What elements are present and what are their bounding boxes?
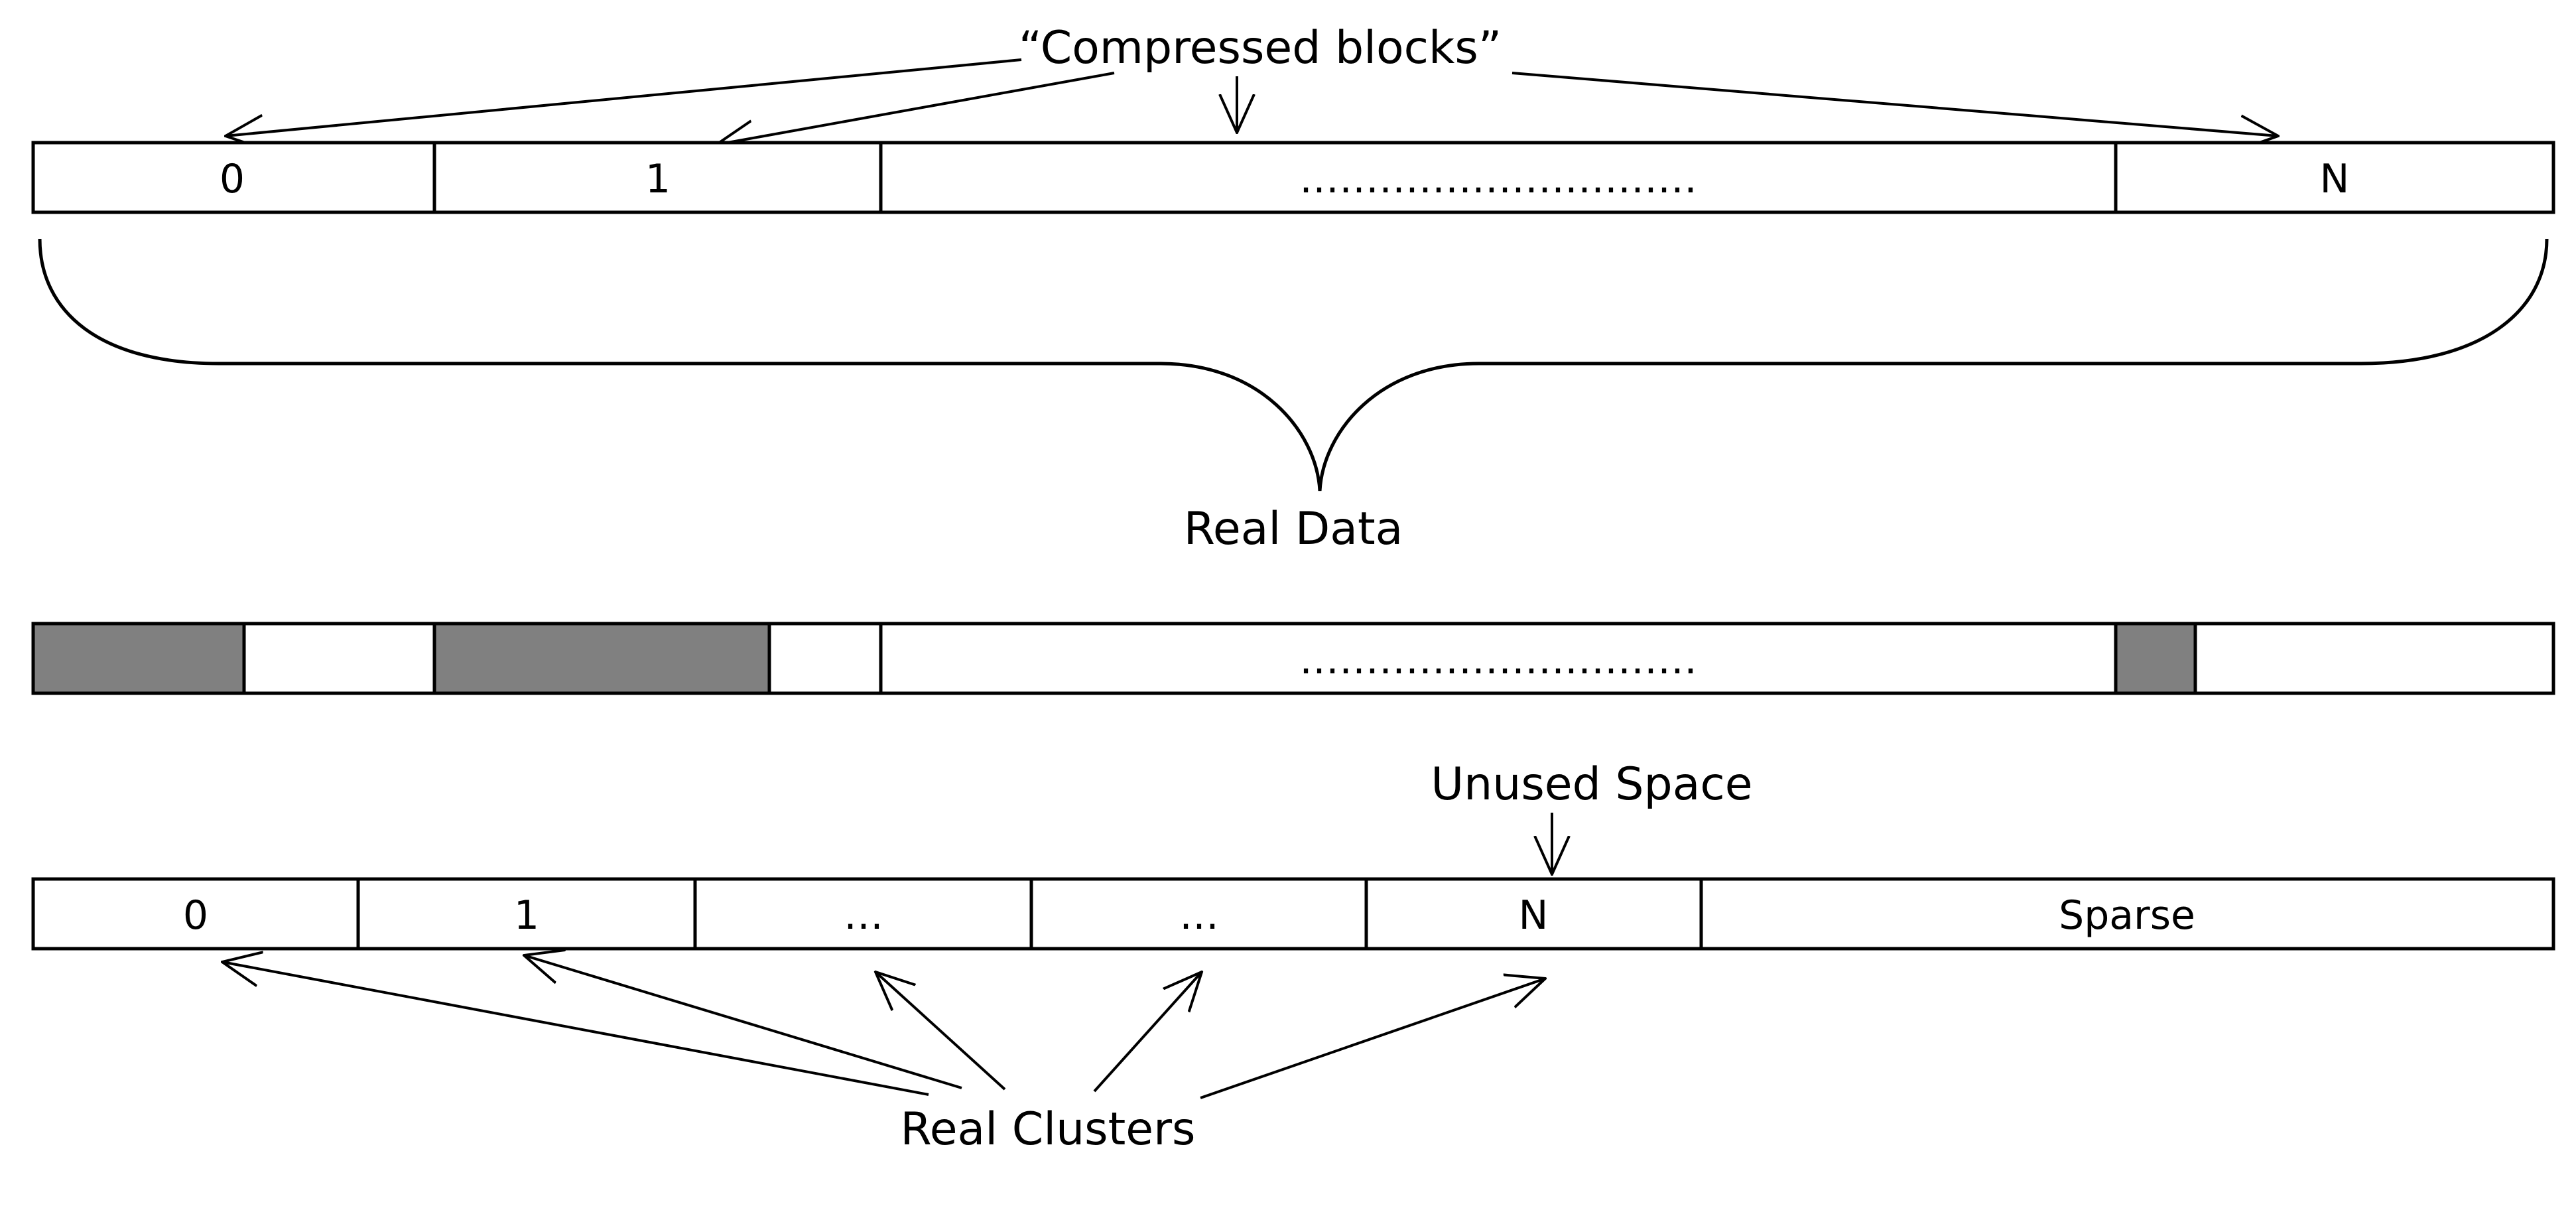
unused-space-label: Unused Space bbox=[1431, 758, 1752, 811]
real-data-label: Real Data bbox=[1184, 503, 1403, 555]
arrow-to-cluster-ellipsis-a bbox=[875, 972, 1006, 1091]
arrow-to-block-n bbox=[1512, 72, 2278, 136]
cluster-label-ellipsis-b: … bbox=[1179, 892, 1219, 939]
cluster-row: 0 1 … … N Sparse bbox=[31, 877, 2555, 951]
arrow-to-cluster-n bbox=[1200, 979, 1545, 1099]
top-block-label-ellipsis: ………………………… bbox=[1299, 156, 1697, 202]
top-row-frame bbox=[31, 141, 2555, 214]
top-block-label-1: 1 bbox=[645, 156, 671, 202]
used-data-segment bbox=[432, 622, 771, 695]
top-block-label-n: N bbox=[2320, 156, 2350, 202]
arrow-to-cluster-0 bbox=[222, 962, 929, 1096]
cluster-row-frame bbox=[31, 877, 2555, 951]
middle-row-ellipsis: ………………………… bbox=[1299, 637, 1697, 683]
cluster-label-0: 0 bbox=[183, 892, 208, 939]
cluster-label-n: N bbox=[1519, 892, 1549, 939]
top-block-label-0: 0 bbox=[220, 156, 245, 202]
used-data-segment bbox=[31, 622, 246, 695]
cluster-label-sparse: Sparse bbox=[2059, 892, 2195, 939]
real-data-brace bbox=[38, 238, 2549, 492]
top-block-row: 0 1 ………………………… N bbox=[31, 141, 2555, 214]
compressed-blocks-label: “Compressed blocks” bbox=[1019, 22, 1502, 74]
used-data-segment bbox=[2114, 622, 2197, 695]
arrow-to-block-1 bbox=[716, 72, 1115, 145]
real-clusters-group: Unused Space 0 1 … … N Sparse Real Clust… bbox=[31, 758, 2555, 1156]
real-data-row: ………………………… bbox=[31, 622, 2555, 695]
cluster-label-1: 1 bbox=[514, 892, 539, 939]
cluster-label-ellipsis-a: … bbox=[844, 892, 883, 939]
arrow-to-block-0 bbox=[225, 58, 1022, 136]
arrow-to-cluster-1 bbox=[524, 955, 962, 1089]
compressed-blocks-group: “Compressed blocks” 0 1 ………………………… N Rea… bbox=[31, 22, 2555, 555]
arrow-to-cluster-ellipsis-b bbox=[1093, 972, 1202, 1093]
real-clusters-label: Real Clusters bbox=[901, 1103, 1196, 1156]
